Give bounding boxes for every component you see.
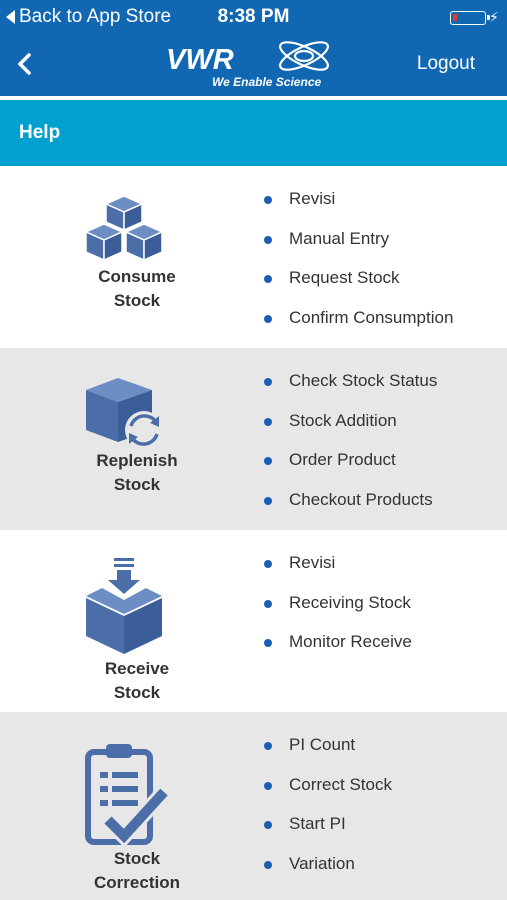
back-triangle-icon — [6, 10, 15, 24]
svg-text:We Enable Science: We Enable Science — [212, 75, 321, 89]
list-item[interactable]: Start PI — [264, 812, 392, 852]
back-to-app-store-label: Back to App Store — [19, 6, 172, 27]
nav-divider — [0, 96, 507, 100]
bullet-icon — [264, 378, 272, 386]
battery-icon — [450, 11, 490, 25]
list-item[interactable]: Monitor Receive — [264, 630, 412, 670]
cubes-icon — [84, 195, 164, 262]
bullet-icon — [264, 860, 272, 869]
vwr-logo: VWR We Enable Science — [166, 41, 329, 89]
bullet-icon — [264, 781, 272, 790]
status-time: 8:38 PM — [217, 6, 290, 27]
list-item[interactable]: Correct Stock — [264, 773, 392, 813]
status-bar: Back to App Store 8:38 PM ⚡ — [0, 0, 507, 36]
list-item[interactable]: Order Product — [264, 448, 437, 488]
box-download-icon — [86, 558, 162, 654]
section-replenish-stock[interactable]: Replenish Stock Check Stock Status Stock… — [0, 348, 507, 530]
nav-bar: VWR We Enable Science Logout — [0, 36, 507, 96]
bullet-icon — [264, 742, 272, 750]
item-list: PI Count Correct Stock Start PI Variatio… — [264, 733, 392, 891]
bullet-icon — [264, 560, 272, 568]
charging-bolt-icon: ⚡ — [489, 9, 499, 25]
svg-text:VWR: VWR — [166, 44, 234, 76]
clipboard-check-icon — [85, 744, 168, 846]
list-item[interactable]: Receiving Stock — [264, 591, 412, 631]
bullet-icon — [264, 639, 272, 647]
section-stock-correction[interactable]: Stock Correction PI Count Correct Stock … — [0, 712, 507, 900]
item-list: Revisi Receiving Stock Monitor Receive — [264, 551, 412, 670]
logout-button[interactable]: Logout — [416, 53, 475, 74]
list-item[interactable]: Checkout Products — [264, 488, 437, 528]
list-item[interactable]: Revisi — [264, 187, 453, 227]
page-title: Help — [19, 122, 61, 143]
help-header: Help — [0, 100, 507, 166]
list-item[interactable]: Manual Entry — [264, 227, 453, 267]
list-item[interactable]: Stock Addition — [264, 409, 437, 449]
section-consume-stock[interactable]: Consume Stock Revisi Manual Entry Reques… — [0, 166, 507, 348]
list-item[interactable]: Revisi — [264, 551, 412, 591]
list-item[interactable]: Check Stock Status — [264, 369, 437, 409]
bullet-icon — [264, 275, 272, 283]
box-refresh-icon — [86, 378, 163, 449]
section-label: Stock Correction — [94, 849, 180, 892]
item-list: Revisi Manual Entry Request Stock Confir… — [264, 187, 453, 345]
section-label: Consume Stock — [98, 267, 176, 310]
bullet-icon — [264, 196, 272, 204]
bullet-icon — [264, 314, 272, 323]
item-list: Check Stock Status Stock Addition Order … — [264, 369, 437, 527]
section-receive-stock[interactable]: Receive Stock Revisi Receiving Stock Mon… — [0, 530, 507, 712]
bullet-icon — [264, 821, 272, 829]
bullet-icon — [264, 457, 272, 465]
bullet-icon — [264, 235, 272, 244]
section-label: Receive Stock — [104, 659, 170, 702]
list-item[interactable]: Request Stock — [264, 266, 453, 306]
bullet-icon — [264, 496, 272, 505]
list-item[interactable]: Confirm Consumption — [264, 306, 453, 346]
bullet-icon — [264, 417, 272, 426]
back-to-app-store-link[interactable]: Back to App Store — [6, 6, 171, 28]
list-item[interactable]: Variation — [264, 852, 392, 892]
back-chevron-icon[interactable] — [14, 49, 40, 79]
list-item[interactable]: PI Count — [264, 733, 392, 773]
bullet-icon — [264, 599, 272, 608]
section-label: Replenish Stock — [96, 451, 178, 494]
